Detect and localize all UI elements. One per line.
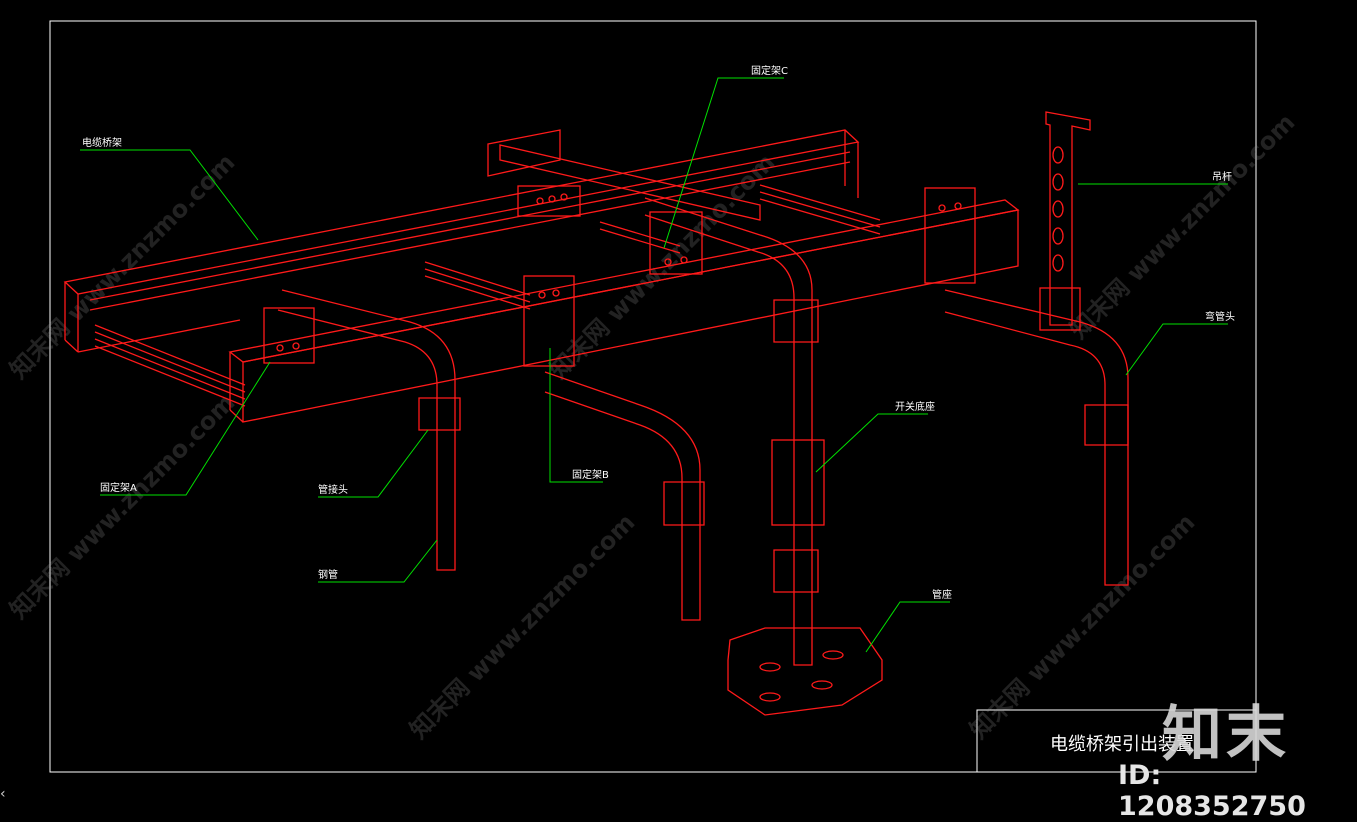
watermark-layer: 知末网 www.znzmo.com 知末网 www.znzmo.com 知末网 … <box>4 108 1300 744</box>
front-beam-top <box>228 199 1020 363</box>
beam-edge <box>64 339 79 353</box>
fixing-bracket-right <box>924 187 976 284</box>
cable-bundle <box>94 184 881 407</box>
leader-steel-pipe <box>318 539 438 583</box>
label-cable-tray: 电缆桥架 <box>82 136 122 149</box>
watermark-id: ID: 1208352750 <box>1118 760 1306 822</box>
back-frame-rail <box>499 144 761 221</box>
leader-fixing-a <box>100 361 271 496</box>
leader-fixing-c <box>663 77 784 249</box>
label-switch-base: 开关底座 <box>895 400 935 413</box>
watermark-text: 知末网 www.znzmo.com <box>544 148 780 384</box>
hanger-rod <box>1045 111 1091 326</box>
label-hanger-rod: 吊杆 <box>1212 171 1232 183</box>
leader-pipe-seat <box>865 601 950 653</box>
title-block: 电缆桥架引出装置 <box>976 709 1256 772</box>
watermark-text: 知末网 www.znzmo.com <box>4 148 240 384</box>
fixing-bracket-c <box>649 211 703 275</box>
leader-elbow <box>1125 323 1228 376</box>
beam-line <box>89 151 851 301</box>
watermark-text: 知末网 www.znzmo.com <box>404 508 640 744</box>
leader-pipe-joint <box>318 429 429 498</box>
label-fixing-b: 固定架B <box>572 468 609 481</box>
switch-base <box>771 439 825 526</box>
cable-tray-assembly <box>63 111 1129 716</box>
label-pipe-joint: 管接头 <box>318 483 348 496</box>
leader-switch-base <box>815 413 928 473</box>
label-fixing-a: 固定架A <box>100 481 137 494</box>
back-frame <box>487 129 561 177</box>
pipe-seat <box>727 627 883 716</box>
label-elbow: 弯管头 <box>1205 310 1235 323</box>
watermark-text: 知末网 www.znzmo.com <box>1064 108 1300 344</box>
steel-pipe-2 <box>544 371 705 621</box>
label-steel-pipe: 钢管 <box>318 568 338 581</box>
watermark-logo: 知末 <box>1162 700 1290 770</box>
watermark-text: 知末网 www.znzmo.com <box>4 388 240 624</box>
steel-pipe-3 <box>644 197 825 666</box>
steel-pipe-4 <box>944 287 1129 586</box>
drawing-frame <box>49 20 1257 773</box>
beam-edge <box>77 319 241 353</box>
beam-line <box>89 161 851 311</box>
front-beam-edge <box>229 409 244 423</box>
fixing-bracket-b <box>523 275 575 367</box>
drawing-title: 电缆桥架引出装置 <box>1050 734 1194 755</box>
fixing-bracket-a <box>263 307 315 364</box>
front-beam-face <box>242 209 1019 423</box>
corner-mark-icon: ‹ <box>0 786 6 802</box>
callout-labels: 电缆桥架 固定架C 吊杆 弯管头 开关底座 固定架A 管接头 固定架B 钢管 管… <box>82 64 1235 601</box>
label-pipe-seat: 管座 <box>932 588 952 601</box>
leader-cable-tray <box>80 149 259 241</box>
leader-fixing-b <box>549 348 603 483</box>
label-fixing-c: 固定架C <box>751 64 788 77</box>
leader-lines <box>80 77 1228 653</box>
back-bracket <box>517 185 581 217</box>
steel-pipe-1 <box>277 289 461 571</box>
